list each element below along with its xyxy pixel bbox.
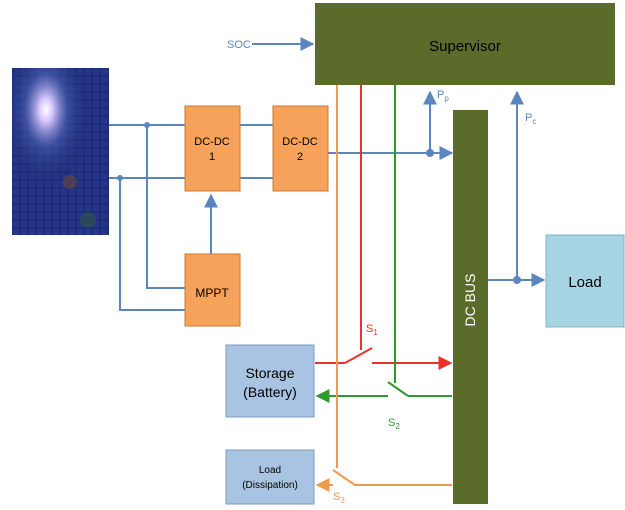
s1-label: S1 [366, 323, 378, 337]
dc-dc-1-label: DC-DC [194, 136, 229, 148]
dc-dc-1-block [184, 105, 241, 192]
load-block [545, 234, 625, 328]
dc-bus-label: DC BUS [462, 274, 478, 327]
storage-sublabel: (Battery) [243, 384, 297, 400]
pc-label: Pc [525, 112, 536, 126]
junction-dot [144, 122, 150, 128]
storage-label: Storage [245, 365, 294, 381]
junction-dot [426, 149, 434, 157]
switch-s3 [315, 85, 452, 492]
load-label: Load [568, 274, 601, 291]
mppt-block [184, 253, 241, 327]
solar-panel-icon [12, 68, 109, 235]
dissipation-label: Load [259, 465, 281, 476]
s3-label: S3 [333, 491, 345, 505]
switch-s2 [315, 85, 452, 403]
dc-dc-2-block [272, 105, 329, 192]
supervisor-block [315, 3, 615, 85]
switch-s1 [315, 85, 453, 370]
s2-label: S2 [388, 417, 400, 431]
pp-label: Pp [437, 89, 449, 103]
dc-dc-2-label: DC-DC [282, 136, 317, 148]
mppt-label: MPPT [195, 286, 229, 300]
dc-dc-2-number: 2 [297, 151, 303, 163]
supervisor-label: Supervisor [429, 38, 501, 55]
junction-dot [117, 175, 123, 181]
storage-block [225, 344, 315, 418]
junction-dot [513, 276, 521, 284]
dc-bus-block [453, 110, 488, 504]
dissipation-block [225, 449, 315, 505]
dissipation-sublabel: (Dissipation) [242, 480, 298, 491]
soc-label: SOC [227, 39, 251, 51]
dc-dc-1-number: 1 [209, 151, 215, 163]
